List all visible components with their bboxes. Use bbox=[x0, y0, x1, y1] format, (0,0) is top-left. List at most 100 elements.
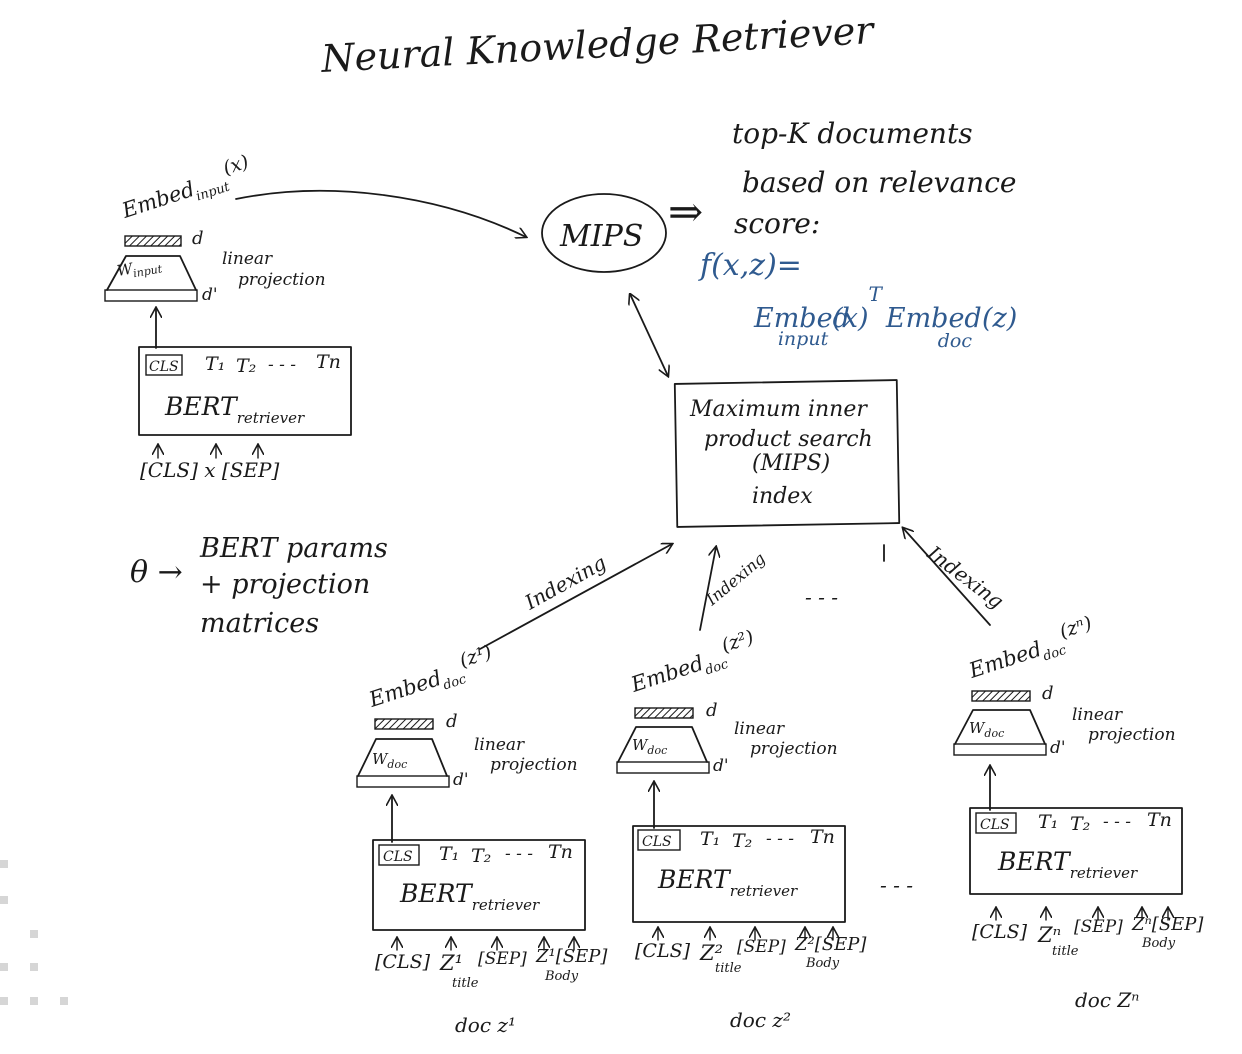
query-token-t1: T₁ bbox=[205, 353, 225, 375]
query-dim-out: d bbox=[192, 228, 204, 249]
doc2-projection-line1: linear bbox=[734, 719, 785, 739]
diagram-title: Neural Knowledge Retriever bbox=[319, 8, 877, 81]
formula-arg2: (z) bbox=[982, 303, 1017, 334]
doc2-weight-sub: doc bbox=[647, 744, 667, 757]
query-bert-word: BERT bbox=[164, 392, 239, 421]
doc1-bert-output-vector bbox=[356, 775, 450, 788]
docn-weight-symbol: W bbox=[969, 719, 986, 737]
docn-projection-trapezoid bbox=[954, 709, 1046, 745]
docn-embed-arg: (zⁿ) bbox=[1057, 612, 1095, 643]
theta-note: θ → BERT params + projection matrices bbox=[130, 533, 388, 639]
doc1-projection-line2: projection bbox=[490, 755, 578, 775]
doc1-in-body: Z¹[SEP] bbox=[535, 946, 608, 967]
doc1-token-cls: CLS bbox=[383, 849, 413, 865]
docn-weight-sub: doc bbox=[984, 727, 1004, 740]
doc2-dim-in: d' bbox=[713, 756, 729, 776]
docn-token-cls: CLS bbox=[980, 817, 1010, 833]
query-output-vector bbox=[124, 235, 182, 247]
indexing-edge-3 bbox=[903, 528, 991, 626]
indexing-edge-2 bbox=[699, 547, 716, 631]
query-token-cls: CLS bbox=[149, 359, 179, 375]
doc1-embed-word: Embed bbox=[365, 666, 444, 712]
theta-line1: BERT params bbox=[199, 533, 388, 564]
docn-bert-sub: retriever bbox=[1070, 864, 1138, 882]
doc1-in-sep: [SEP] bbox=[478, 949, 527, 969]
query-projection-trapezoid bbox=[106, 255, 197, 291]
doc2-bert-sub: retriever bbox=[730, 882, 798, 900]
query-embed-label: Embedinput(x) bbox=[116, 151, 256, 228]
doc1-projection-line1: linear bbox=[474, 735, 525, 755]
mips-index-line4: index bbox=[752, 484, 813, 509]
mips-index-label: Maximum inner product search (MIPS) inde… bbox=[689, 397, 880, 509]
formula-transpose: T bbox=[869, 282, 884, 306]
result-line1: top-K documents bbox=[732, 117, 973, 150]
doc1-projection-label: linear projection bbox=[474, 735, 578, 775]
dot bbox=[30, 930, 38, 938]
indexing-dots-top: - - - bbox=[805, 585, 838, 609]
doc2-token-cls: CLS bbox=[642, 834, 672, 850]
dot bbox=[0, 896, 8, 904]
indexing-label-3: Indexing bbox=[922, 540, 1008, 613]
doc2-embed-sub: doc bbox=[703, 657, 731, 679]
result-line2: based on relevance bbox=[742, 166, 1016, 199]
doc1-in-title-sub: title bbox=[452, 976, 479, 991]
mips-index-line3: (MIPS) bbox=[752, 451, 830, 476]
query-weight-symbol: W bbox=[116, 259, 136, 280]
query-embed-sub: input bbox=[194, 179, 232, 204]
doc1-dim-out: d bbox=[446, 711, 458, 732]
indexing-label-1: Indexing bbox=[520, 550, 610, 615]
query-weight-sub: input bbox=[132, 262, 164, 280]
docn-bert-label: BERTretriever bbox=[997, 847, 1138, 882]
doc2-embed-label: Embeddoc(z²) bbox=[625, 626, 761, 702]
indexing-label-2: Indexing bbox=[702, 549, 769, 610]
dot bbox=[60, 997, 68, 1005]
docn-in-body: Zⁿ[SEP] bbox=[1131, 914, 1204, 935]
doc2-output-vector bbox=[634, 707, 694, 719]
docn-bert-box bbox=[969, 807, 1183, 895]
docn-cls-token-box bbox=[975, 812, 1017, 834]
doc1-doc-label: doc z¹ bbox=[455, 1013, 516, 1037]
query-token-dots: - - - bbox=[268, 355, 296, 375]
doc1-bert-sub: retriever bbox=[472, 896, 540, 914]
formula-sub2: doc bbox=[938, 330, 973, 352]
docn-projection-line2: projection bbox=[1088, 725, 1176, 745]
doc2-bert-word: BERT bbox=[657, 865, 732, 894]
doc2-embed-word: Embed bbox=[627, 651, 706, 697]
query-token-t2: T₂ bbox=[236, 355, 256, 377]
mips-index-line1: Maximum inner bbox=[689, 397, 868, 422]
query-dim-in: d' bbox=[202, 285, 218, 305]
docn-token-t2: T₂ bbox=[1070, 813, 1090, 835]
docn-projection-label: linear projection bbox=[1072, 705, 1176, 745]
doc2-in-body-sub: Body bbox=[805, 956, 840, 971]
docn-embed-word: Embed bbox=[965, 637, 1044, 683]
docn-token-dots: - - - bbox=[1103, 812, 1131, 832]
theta-line3: matrices bbox=[200, 608, 319, 639]
dot bbox=[0, 860, 8, 868]
query-encoder: Embedinput(x) d Winput d' linear project… bbox=[104, 151, 352, 482]
doc1-projection-trapezoid bbox=[357, 738, 448, 777]
mips-node bbox=[541, 193, 667, 273]
doc2-token-t1: T₁ bbox=[700, 828, 720, 850]
query-bert-output-vector bbox=[104, 289, 198, 302]
doc1-bert-box bbox=[372, 839, 586, 931]
doc1-dim-in: d' bbox=[453, 770, 469, 790]
doc1-bert-word: BERT bbox=[399, 879, 474, 908]
query-bert-label: BERTretriever bbox=[164, 392, 305, 427]
query-input-tokens: [CLS] x [SEP] bbox=[140, 458, 279, 482]
doc1-in-title: Z¹ bbox=[439, 951, 463, 975]
doc-encoder-2: Embeddoc(z²) d Wdoc d' linear projection… bbox=[616, 626, 867, 1032]
doc2-in-title-sub: title bbox=[715, 961, 742, 976]
doc2-projection-line2: projection bbox=[750, 739, 838, 759]
theta-symbol: θ → bbox=[130, 555, 183, 590]
docn-embed-label: Embeddoc(zⁿ) bbox=[963, 612, 1100, 688]
mips-node-label: MIPS bbox=[559, 219, 643, 254]
doc2-token-dots: - - - bbox=[766, 829, 794, 849]
docn-weight: Wdoc bbox=[969, 719, 1004, 740]
doc1-in-body-sub: Body bbox=[544, 969, 579, 984]
doc1-weight-sub: doc bbox=[387, 758, 407, 771]
implies-arrow: ⇒ bbox=[668, 187, 703, 236]
doc1-embed-sub: doc bbox=[441, 672, 469, 694]
docn-dim-in: d' bbox=[1050, 738, 1066, 758]
